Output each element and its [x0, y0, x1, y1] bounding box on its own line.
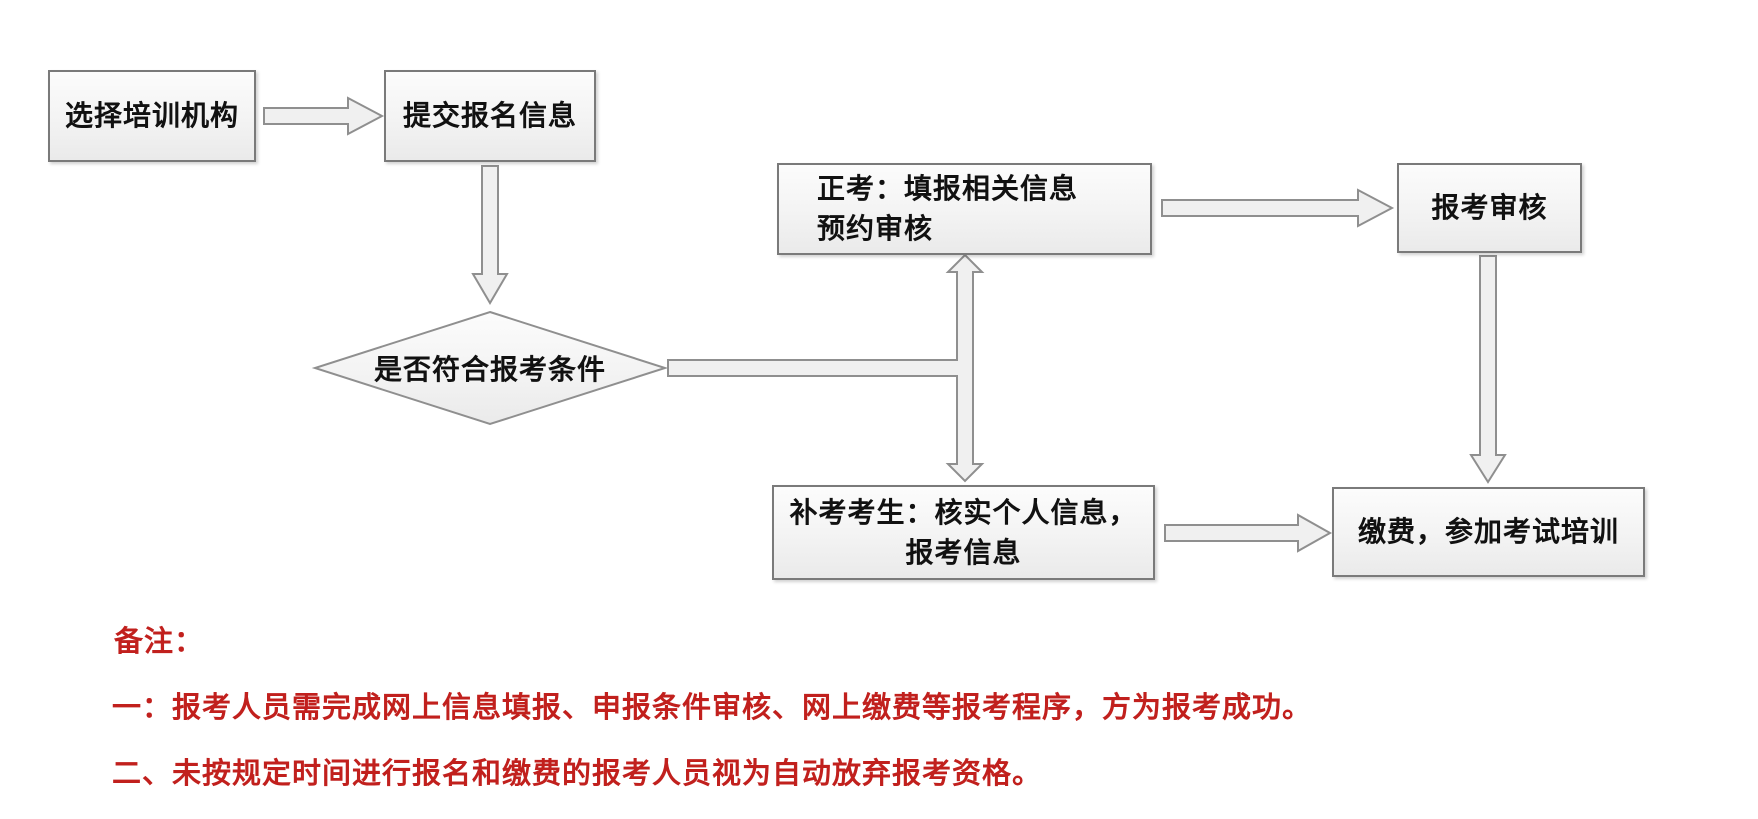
node-submit-registration-label: 提交报名信息	[402, 100, 577, 131]
arrow-review-to-pay-icon	[1469, 255, 1507, 484]
arrow-makeup-to-pay-icon	[1164, 513, 1333, 553]
decision-diamond-shape	[311, 310, 669, 426]
node-select-training-org: 选择培训机构	[48, 70, 256, 162]
branch-decision-to-regular-and-makeup-icon	[667, 253, 985, 483]
node-submit-registration: 提交报名信息	[384, 70, 596, 162]
node-registration-review-label: 报考审核	[1431, 192, 1548, 223]
node-makeup-exam: 补考考生：核实个人信息， 报考信息	[772, 485, 1155, 580]
note-item-2: 二、未按规定时间进行报名和缴费的报考人员视为自动放弃报考资格。	[112, 758, 1043, 790]
notes-title: 备注：	[114, 626, 205, 658]
node-pay-and-train-label: 缴费，参加考试培训	[1357, 516, 1619, 547]
node-registration-review: 报考审核	[1397, 163, 1582, 253]
node-makeup-exam-line1: 补考考生：核实个人信息，	[789, 496, 1138, 528]
node-pay-and-train: 缴费，参加考试培训	[1332, 487, 1645, 577]
arrow-submit-to-decision-icon	[471, 165, 509, 305]
note-item-1: 一：报考人员需完成网上信息填报、申报条件审核、网上缴费等报考程序，方为报考成功。	[112, 692, 1313, 724]
node-regular-exam: 正考：填报相关信息 预约审核	[777, 163, 1152, 255]
arrow-regular-to-review-icon	[1161, 188, 1395, 228]
node-select-training-org-label: 选择培训机构	[64, 100, 239, 131]
node-regular-exam-line2: 预约审核	[817, 213, 934, 244]
node-decision-eligibility: 是否符合报考条件	[315, 312, 665, 424]
arrow-select-to-submit-icon	[263, 96, 385, 136]
node-makeup-exam-line2: 报考信息	[905, 536, 1022, 568]
node-regular-exam-line1: 正考：填报相关信息	[817, 173, 1079, 204]
node-decision-eligibility-label: 是否符合报考条件	[373, 354, 606, 385]
